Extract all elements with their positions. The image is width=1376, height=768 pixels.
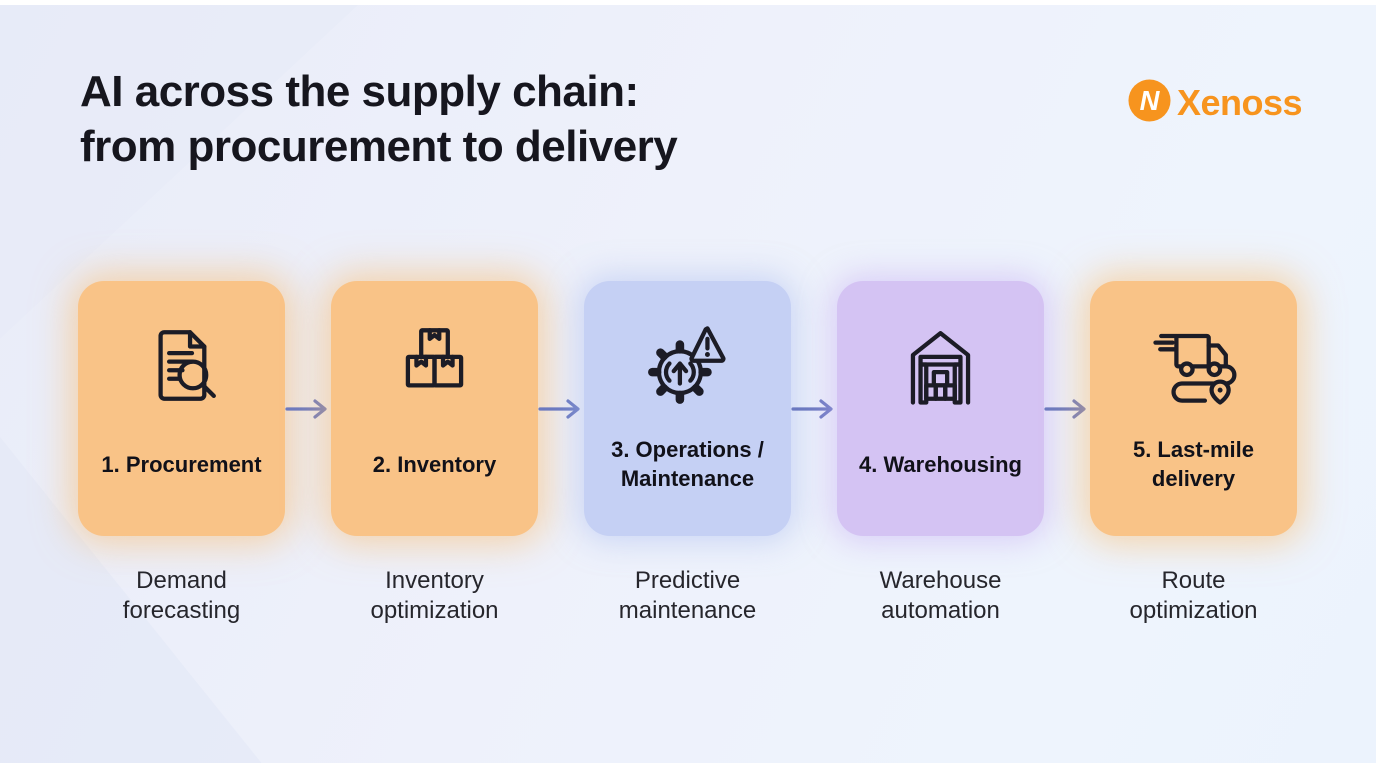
svg-text:N: N [1140,85,1161,116]
truck-route-icon [1146,317,1241,412]
warehouse-icon [893,317,988,412]
right-arrow-icon [285,398,331,420]
xenoss-wordmark: Xenoss [1176,82,1303,123]
page-title: AI across the supply chain: from procure… [80,64,678,174]
boxes-icon [387,317,482,412]
page-title-line1: AI across the supply chain: [80,67,639,116]
xenoss-mark-icon: N [1127,78,1172,128]
card-label: 3. Operations /Maintenance [611,437,764,491]
warehousing-card: 4. Warehousing [837,281,1044,536]
gear-alert-icon [640,317,735,412]
card-label: 1. Procurement [101,451,262,477]
xenoss-logo: N Xenoss [1127,78,1303,128]
inventory-card: 2. Inventory [331,281,538,536]
right-arrow-icon [791,398,837,420]
operations-card: 3. Operations /Maintenance [584,281,791,536]
document-search-icon [134,317,229,412]
procurement-card: 1. Procurement [78,281,285,536]
card-label: 4. Warehousing [859,451,1022,477]
page-title-line2: from procurement to delivery [80,122,678,171]
card-label: 2. Inventory [372,451,497,477]
right-arrow-icon [1044,398,1090,420]
right-arrow-icon [538,398,584,420]
